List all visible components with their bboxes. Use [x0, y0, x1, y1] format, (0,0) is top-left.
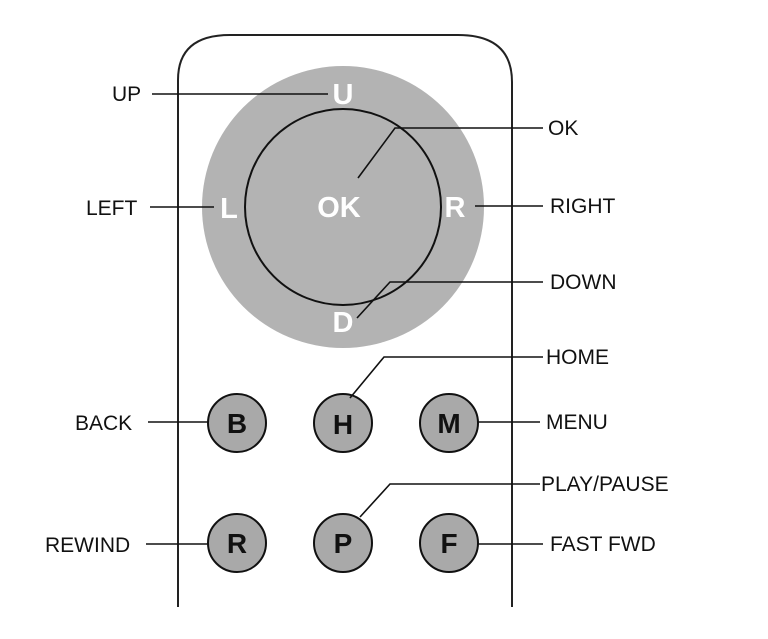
menu-button-label: M: [437, 408, 460, 439]
leader-down: [356, 281, 543, 319]
back-button-label: B: [227, 408, 247, 439]
callout-fast-fwd: FAST FWD: [550, 533, 656, 556]
ok-button[interactable]: [244, 108, 442, 306]
fast-fwd-button-label: F: [440, 528, 457, 559]
callout-left: LEFT: [86, 197, 138, 220]
leader-play-pause: [359, 483, 540, 518]
fast-fwd-button[interactable]: F: [419, 513, 479, 573]
callout-rewind: REWIND: [45, 534, 130, 557]
rewind-button-label: R: [227, 528, 247, 559]
remote-body-outline: [177, 34, 513, 607]
fast-fwd-button-circle[interactable]: [419, 513, 479, 573]
callout-ok: OK: [548, 117, 578, 140]
leader-ok: [357, 127, 543, 179]
dpad-right-label[interactable]: R: [445, 192, 466, 224]
play-pause-button-circle[interactable]: [313, 513, 373, 573]
dpad-left-label[interactable]: L: [220, 193, 238, 225]
play-pause-button[interactable]: P: [313, 513, 373, 573]
menu-button-circle[interactable]: [419, 393, 479, 453]
callout-play-pause: PLAY/PAUSE: [541, 473, 669, 496]
dpad-down-label[interactable]: D: [333, 307, 354, 339]
callout-right: RIGHT: [550, 195, 616, 218]
home-button[interactable]: H: [313, 393, 373, 453]
rewind-button[interactable]: R: [207, 513, 267, 573]
callout-home: HOME: [546, 346, 609, 369]
home-button-circle[interactable]: [313, 393, 373, 453]
play-pause-button-label: P: [334, 528, 353, 559]
ok-label[interactable]: OK: [317, 192, 361, 224]
callout-menu: MENU: [546, 411, 608, 434]
dpad-up-label[interactable]: U: [333, 79, 354, 111]
callout-back: BACK: [75, 412, 132, 435]
back-button-circle[interactable]: [207, 393, 267, 453]
back-button[interactable]: B: [207, 393, 267, 453]
leader-home: [349, 356, 543, 399]
callout-down: DOWN: [550, 271, 617, 294]
menu-button[interactable]: M: [419, 393, 479, 453]
home-button-label: H: [333, 409, 353, 440]
rewind-button-circle[interactable]: [207, 513, 267, 573]
callout-up: UP: [112, 83, 141, 106]
